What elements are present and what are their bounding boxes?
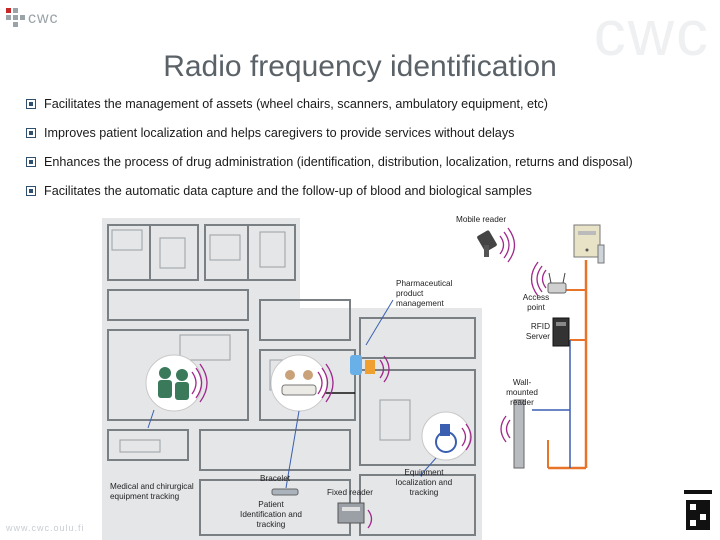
cwc-logo bbox=[4, 4, 64, 44]
watermark-text: cwc bbox=[593, 0, 710, 69]
logo-text: cwc bbox=[28, 10, 59, 27]
wall-mounted-reader-icon bbox=[513, 399, 525, 469]
bullet-item: Improves patient localization and helps … bbox=[26, 126, 716, 155]
patient-tracking-label: Patient Identification and tracking bbox=[226, 500, 316, 530]
bullet-text: Enhances the process of drug administrat… bbox=[44, 155, 633, 169]
patient-icon bbox=[270, 354, 328, 412]
bullet-text: Facilitates the automatic data capture a… bbox=[44, 184, 532, 198]
medical-equipment-label-line: equipment tracking bbox=[110, 492, 180, 501]
pharmaceutical-label-line: Pharmaceutical bbox=[396, 279, 453, 288]
rfid-server-label-line: Server bbox=[525, 332, 550, 341]
access-point-icon bbox=[547, 272, 567, 294]
server-rack-icon bbox=[573, 224, 605, 264]
wall-mounted-label-line: mounted bbox=[506, 388, 538, 397]
page-title: Radio frequency identification bbox=[163, 50, 557, 83]
equipment-localization-label-line: Equipment bbox=[404, 468, 444, 477]
network-wires bbox=[290, 260, 588, 470]
wall-mounted-label-line: reader bbox=[510, 398, 534, 407]
equipment-localization-label: Equipment localization and tracking bbox=[384, 468, 464, 498]
equipment-localization-label-line: tracking bbox=[409, 488, 439, 497]
bullet-item: Facilitates the management of assets (wh… bbox=[26, 97, 716, 126]
patient-tracking-label-line: tracking bbox=[256, 520, 286, 529]
bracelet-icon bbox=[271, 488, 299, 496]
logo-dots-icon bbox=[6, 8, 25, 27]
mobile-reader-icon bbox=[477, 230, 497, 257]
radio-waves bbox=[191, 227, 547, 529]
wall-mounted-label-line: Wall- bbox=[512, 378, 532, 387]
fixed-reader-icon bbox=[337, 502, 365, 524]
fixed-reader-label: Fixed reader bbox=[327, 488, 373, 497]
mobile-reader-label: Mobile reader bbox=[456, 215, 507, 224]
patient-tracking-label-line: Patient bbox=[258, 500, 284, 509]
wheelchair-icon bbox=[421, 411, 471, 461]
patient-tracking-label-line: Identification and bbox=[240, 510, 302, 519]
medical-equipment-label: Medical and chirurgical equipment tracki… bbox=[110, 482, 194, 502]
rfid-server-label: RFID Server bbox=[518, 322, 550, 342]
footer-url: www.cwc.oulu.fi bbox=[6, 523, 85, 533]
checkbox-bullet-icon bbox=[26, 157, 36, 167]
equipment-localization-label-line: localization and bbox=[395, 478, 453, 487]
pharmaceutical-products-icon bbox=[350, 355, 375, 375]
checkbox-bullet-icon bbox=[26, 186, 36, 196]
access-point-label: Access point bbox=[516, 293, 556, 313]
checkbox-bullet-icon bbox=[26, 128, 36, 138]
rfid-server-icon bbox=[552, 317, 570, 347]
bracelet-label: Bracelet bbox=[260, 474, 291, 483]
pharmaceutical-label: Pharmaceutical product management bbox=[396, 279, 452, 309]
wall-mounted-reader-label: Wall- mounted reader bbox=[498, 378, 546, 408]
access-point-label-line: Access bbox=[522, 293, 550, 302]
rfid-server-label-line: RFID bbox=[530, 322, 550, 331]
bullet-list: Facilitates the management of assets (wh… bbox=[26, 97, 716, 213]
pharmaceutical-label-line: management bbox=[396, 299, 444, 308]
checkbox-bullet-icon bbox=[26, 99, 36, 109]
university-logo bbox=[680, 488, 716, 538]
access-point-label-line: point bbox=[527, 303, 545, 312]
bullet-text: Facilitates the management of assets (wh… bbox=[44, 97, 548, 111]
bullet-text: Improves patient localization and helps … bbox=[44, 126, 515, 140]
bullet-item: Facilitates the automatic data capture a… bbox=[26, 184, 716, 213]
medical-equipment-label-line: Medical and chirurgical bbox=[110, 482, 194, 491]
medical-staff-icon bbox=[145, 354, 203, 412]
pharmaceutical-label-line: product bbox=[396, 289, 424, 298]
bullet-item: Enhances the process of drug administrat… bbox=[26, 155, 716, 184]
